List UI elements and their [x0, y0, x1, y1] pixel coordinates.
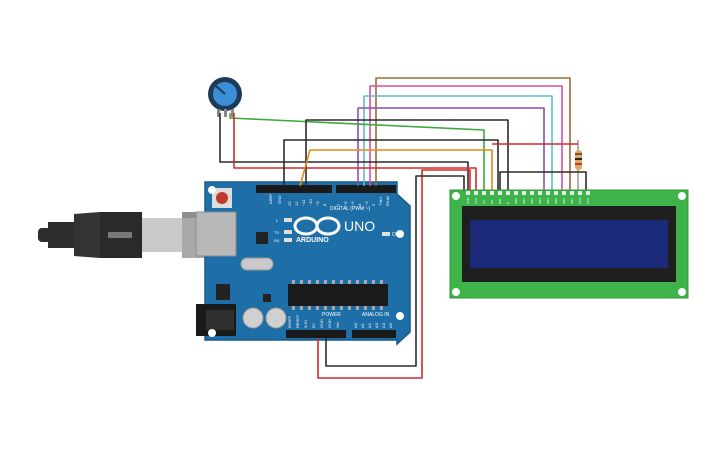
lcd-pin-label: DB5	[554, 198, 558, 204]
digital-pin-label: 8	[322, 203, 327, 206]
digital-pin-label: 13	[287, 201, 292, 206]
digital-pin-label: ~11	[301, 199, 306, 206]
lcd-pin-pad[interactable]	[466, 191, 470, 195]
resistor-icon[interactable]	[575, 140, 582, 192]
board-brand: ARDUINO	[296, 237, 329, 244]
lcd-pin-label: V0	[482, 200, 486, 204]
lcd-pin-label: DB1	[522, 198, 526, 204]
lcd-pin-pad[interactable]	[570, 191, 574, 195]
lcd-pin-label: DB6	[562, 198, 566, 204]
power-pin-label: GND	[327, 319, 332, 328]
lcd-pin-pad[interactable]	[578, 191, 582, 195]
led-l-label: L	[276, 218, 279, 223]
lcd-pin-label: GND	[466, 197, 470, 205]
digital-pin-label: ~3	[364, 201, 369, 206]
lcd-pin-pad[interactable]	[474, 191, 478, 195]
lcd-screen	[470, 220, 668, 268]
wire-brown	[375, 77, 571, 192]
arduino-logo	[293, 216, 341, 236]
lcd-pin-label: LED-	[586, 197, 590, 204]
lcd-pin-label: DB0	[514, 198, 518, 204]
lcd-pin-label: DB7	[570, 198, 574, 204]
lcd-pin-pad[interactable]	[546, 191, 550, 195]
analog-pin-label: A3	[374, 322, 379, 328]
digital-pin-label: 2	[371, 203, 376, 206]
lcd-pin-label: DB3	[538, 198, 542, 204]
wire-purple	[357, 107, 545, 192]
lcd-pin-pad[interactable]	[490, 191, 494, 195]
power-pin-label: Vin	[335, 322, 340, 328]
wire-black-top	[305, 119, 509, 192]
power-pin-label: RESET	[295, 314, 300, 328]
lcd-pin-row: GND VCC V0 RS RW E DB0 DB1 DB2 DB3 DB4 DB5 DB6 DB7 LED…	[466, 191, 590, 204]
power-pin-label: IOREF	[287, 315, 292, 328]
analog-pin-label: A4	[381, 322, 386, 328]
lcd-pin-pad[interactable]	[586, 191, 590, 195]
digital-pin-label: 12	[294, 201, 299, 206]
led-tx-label: TX	[274, 230, 279, 235]
wires	[219, 77, 587, 379]
lcd-pin-pad[interactable]	[538, 191, 542, 195]
lcd-pin-pad[interactable]	[482, 191, 486, 195]
digital-pin-label: ~6	[343, 201, 348, 206]
wire-orange	[299, 149, 493, 192]
lcd-pin-pad[interactable]	[562, 191, 566, 195]
potentiometer-icon[interactable]	[208, 77, 242, 117]
analog-pin-label: A2	[367, 322, 372, 328]
lcd-pin-label: LED+	[578, 196, 582, 204]
led-rx-label: RX	[274, 238, 280, 243]
analog-label: ANALOG IN	[362, 312, 390, 318]
analog-pin-label: A5	[388, 322, 393, 328]
digital-pin-label: 4	[357, 203, 362, 206]
lcd-pin-pad[interactable]	[514, 191, 518, 195]
lcd-pin-pad[interactable]	[522, 191, 526, 195]
lcd-pin-label: DB2	[530, 198, 534, 204]
digital-pin-label: 7	[336, 203, 341, 206]
lcd-pin-label: E	[506, 202, 510, 204]
lcd-pin-pad[interactable]	[530, 191, 534, 195]
lcd-pin-label: RS	[490, 200, 494, 204]
wire-red-5v	[317, 169, 471, 379]
lcd-pin-label: VCC	[474, 197, 478, 204]
analog-pin-label: A0	[353, 322, 358, 328]
digital-pin-label: ~5	[350, 201, 355, 206]
lcd-pin-label: RW	[498, 199, 502, 204]
lcd-pin-pad[interactable]	[554, 191, 558, 195]
arduino-uno-board[interactable]: ARDUINO UNO DIGITAL (PWM ~) POWER ANALOG…	[195, 181, 411, 346]
power-pin-label: 5V	[311, 323, 316, 328]
wire-black-gnd	[325, 175, 465, 367]
lcd-16x2-display[interactable]: GND VCC V0 RS RW E DB0 DB1 DB2 DB3 DB4 DB5 DB6 DB7 LED…	[449, 189, 689, 299]
pin-aref: AREF	[268, 193, 273, 204]
digital-pin-label: RX◂0	[385, 195, 390, 206]
board-model: UNO	[344, 218, 375, 234]
digital-pin-label: ~10	[308, 198, 313, 206]
wire-red-pot	[233, 113, 477, 192]
wire-black-2	[283, 139, 499, 192]
lcd-pin-pad[interactable]	[498, 191, 502, 195]
digital-pin-label: ~9	[315, 201, 320, 206]
lcd-pin-pad[interactable]	[506, 191, 510, 195]
wire-pink	[369, 85, 563, 192]
digital-pin-label: TX▸1	[378, 196, 383, 206]
pin-gnd: GND	[277, 195, 282, 204]
power-label: POWER	[322, 312, 341, 318]
analog-pin-label: A1	[360, 322, 365, 328]
power-pin-label: 3.3V	[303, 319, 308, 328]
lcd-pin-label: DB4	[546, 198, 550, 204]
digital-header-label: DIGITAL (PWM ~)	[330, 206, 370, 212]
wire-green	[229, 113, 485, 192]
on-label: ON	[392, 232, 400, 238]
wire-black-pot	[219, 113, 469, 192]
power-pin-label: GND	[319, 319, 324, 328]
wire-black-lcd	[499, 171, 587, 192]
